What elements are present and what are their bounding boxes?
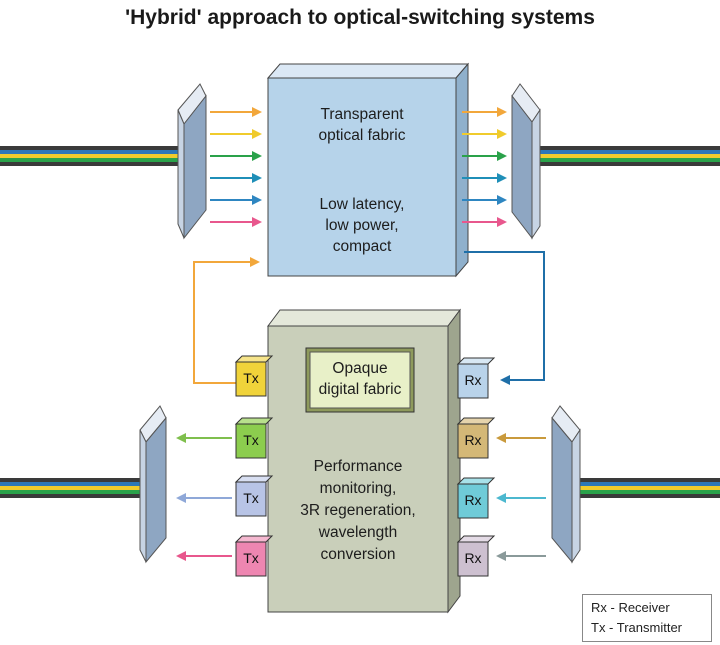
optical-fabric-name: Transparent optical fabric — [268, 104, 456, 146]
demux-top-left — [177, 83, 207, 240]
bottom-tx-output-arrows — [176, 433, 232, 561]
mux-bottom-left — [139, 405, 167, 564]
digital-fabric-desc-line: Performance — [313, 458, 403, 475]
tx-label: Tx — [243, 370, 259, 386]
digital-fabric-desc-line: 3R regeneration, — [300, 502, 416, 519]
optical-fabric-to-rx-connector — [464, 251, 545, 385]
tx-module-4 — [234, 535, 274, 577]
tx-to-optical-fabric-connector — [193, 257, 260, 384]
fiber-bottom-right — [572, 478, 720, 498]
legend-entry-transmitter: Tx - Transmitter — [591, 620, 683, 635]
optical-fabric-description: Low latency, low power, compact — [268, 194, 456, 257]
legend: Rx - Receiver Tx - Transmitter — [582, 594, 712, 642]
rx-module-1 — [456, 357, 496, 399]
digital-fabric-desc-line: wavelength — [318, 524, 398, 541]
rx-label: Rx — [464, 372, 482, 388]
optical-fabric-name-line: Transparent — [320, 106, 404, 123]
legend-entry-receiver: Rx - Receiver — [591, 600, 670, 615]
rx-label: Rx — [464, 550, 482, 566]
fiber-top-right — [532, 146, 720, 166]
tx-label: Tx — [243, 432, 259, 448]
digital-fabric-description: Performance monitoring, 3R regeneration,… — [268, 456, 448, 566]
rx-label: Rx — [464, 432, 482, 448]
rx-module-2 — [456, 417, 496, 459]
rx-module-4 — [456, 535, 496, 577]
digital-fabric-desc-line: conversion — [320, 546, 396, 563]
fiber-top-left — [0, 146, 188, 166]
tx-label: Tx — [243, 490, 259, 506]
tx-module-1 — [234, 355, 274, 397]
digital-fabric-name-line: digital fabric — [318, 381, 402, 398]
digital-fabric-desc-line: monitoring, — [319, 480, 397, 497]
rx-module-3 — [456, 477, 496, 519]
tx-module-3 — [234, 475, 274, 517]
optical-fabric-desc-line: compact — [332, 238, 392, 255]
top-input-arrows — [210, 107, 262, 227]
opaque-digital-fabric-inner — [305, 347, 415, 413]
digital-fabric-name-line: Opaque — [332, 360, 388, 377]
diagram-title: 'Hybrid' approach to optical-switching s… — [125, 6, 595, 29]
tx-module-2 — [234, 417, 274, 459]
optical-fabric-desc-line: low power, — [325, 217, 399, 234]
rx-label: Rx — [464, 492, 482, 508]
optical-fabric-desc-line: Low latency, — [319, 196, 405, 213]
tx-label: Tx — [243, 550, 259, 566]
transparent-optical-fabric-block — [266, 62, 470, 278]
mux-top-right — [511, 83, 541, 240]
optical-fabric-name-line: optical fabric — [318, 127, 406, 144]
fiber-bottom-left — [0, 478, 150, 498]
top-output-arrows — [462, 107, 507, 227]
digital-fabric-name: Opaque digital fabric — [310, 358, 410, 400]
demux-bottom-right — [551, 405, 581, 564]
bottom-rx-input-arrows — [496, 433, 546, 561]
